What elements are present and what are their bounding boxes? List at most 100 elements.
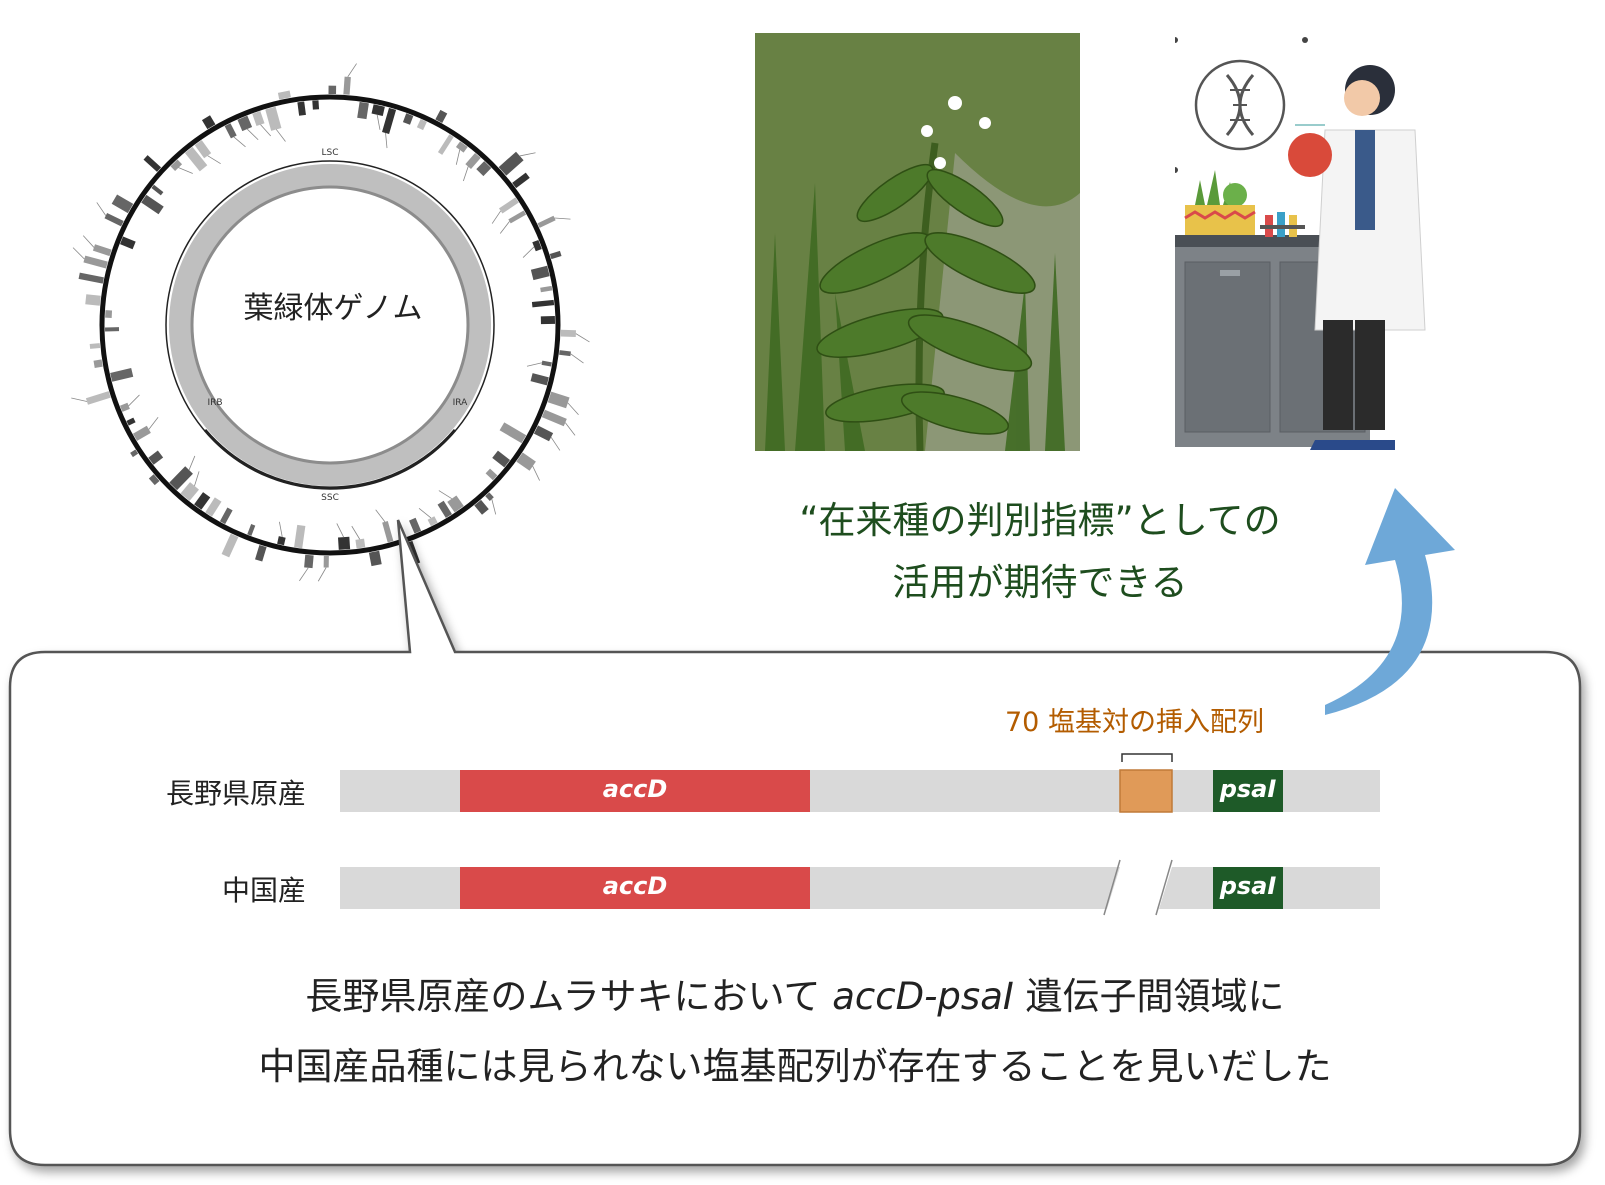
gene-block	[205, 497, 222, 517]
scientist-illustration	[1175, 37, 1426, 450]
gene-block	[541, 409, 567, 427]
gene-leader-line	[275, 129, 286, 142]
gene-block	[516, 452, 536, 471]
gc-inner-ring	[190, 185, 470, 465]
gene-block	[151, 184, 164, 196]
gene-leader-line	[347, 63, 357, 78]
gene-leader-line	[351, 525, 361, 540]
gene-leader-line	[554, 217, 571, 220]
gene-leader-line	[575, 333, 590, 343]
gene-label-accd-china: accD	[602, 872, 668, 900]
gene-block	[559, 350, 571, 357]
gene-leader-line	[72, 247, 85, 260]
gene-block	[371, 104, 385, 117]
gene-leader-line	[455, 149, 461, 165]
gene-block	[148, 474, 160, 486]
gene-block	[255, 544, 267, 562]
gene-leader-line	[71, 397, 88, 402]
gene-block	[382, 107, 397, 135]
gene-block	[455, 141, 468, 153]
gene-block	[382, 521, 394, 543]
gene-leader-line	[522, 246, 535, 258]
gene-leader-line	[385, 132, 388, 149]
gene-block	[221, 533, 239, 558]
gene-block	[130, 449, 139, 458]
gene-block	[184, 146, 208, 172]
row-label-nagano: 長野県原産	[165, 777, 306, 810]
genome-outer-ring	[99, 94, 561, 556]
gene-block	[224, 123, 237, 139]
gc-content-ring	[169, 164, 491, 486]
gene-leader-line	[299, 567, 309, 582]
gene-block	[294, 524, 306, 549]
gene-block	[141, 194, 164, 215]
gene-block	[357, 101, 369, 120]
conclusion-line-2: 中国産品種には見られない塩基配列が存在することを見いだした	[258, 1045, 1332, 1088]
gene-leader-line	[207, 155, 221, 165]
gene-block	[337, 536, 351, 550]
gene-block	[194, 492, 211, 510]
gene-block	[89, 343, 101, 349]
plant-photo	[755, 33, 1080, 451]
gene-block	[277, 536, 286, 546]
gene-block	[247, 524, 256, 536]
gene-block	[143, 155, 162, 172]
gene-block	[435, 109, 448, 124]
conclusion-line-1: 長野県原産のムラサキにおいて accD-psaI 遺伝子間領域に	[305, 975, 1285, 1018]
gene-block	[304, 554, 314, 569]
break-line-left	[1103, 859, 1121, 916]
psai-block-nagano	[1213, 770, 1283, 812]
gene-block	[194, 140, 212, 159]
gene-leader-line	[336, 523, 345, 538]
gene-block	[512, 172, 530, 189]
insert-bracket	[1121, 753, 1173, 762]
gene-leader-line	[418, 508, 432, 519]
gene-block	[533, 425, 554, 442]
gene-leader-line	[519, 152, 536, 157]
gene-leader-line	[278, 521, 283, 538]
gene-block	[416, 119, 427, 131]
gene-block	[219, 507, 233, 525]
gene-leader-line	[233, 136, 246, 148]
gene-block	[170, 159, 183, 171]
gene-block	[498, 151, 524, 176]
chloroplast-genome-map: LSC IRA SSC IRB	[71, 63, 590, 582]
gene-label-psai-china: psaI	[1219, 872, 1277, 900]
gene-block	[111, 194, 134, 214]
expectation-text: “在来種の判別指標”としての 活用が期待できる	[740, 490, 1340, 614]
gene-block	[530, 265, 550, 281]
gene-block	[409, 517, 422, 534]
gene-block	[560, 329, 576, 337]
callout-box	[8, 519, 1582, 1167]
gene-leader-line	[260, 124, 272, 137]
gene-block	[343, 76, 351, 95]
gene-block	[530, 373, 549, 386]
gene-leader-line	[194, 471, 200, 487]
gene-leader-line	[317, 567, 327, 582]
gene-leader-line	[491, 499, 497, 515]
gene-block	[402, 113, 414, 125]
region-label-ira: IRA	[453, 398, 469, 408]
gene-block	[485, 492, 494, 501]
gene-leader-line	[526, 362, 543, 367]
gene-block	[126, 417, 136, 426]
gene-block	[93, 359, 103, 368]
gene-block	[476, 161, 492, 177]
gene-block	[540, 285, 553, 293]
gene-block	[104, 212, 124, 227]
insert-block	[1119, 769, 1173, 813]
gene-leader-line	[128, 394, 140, 407]
upward-arrow	[1325, 488, 1455, 715]
gene-leader-line	[438, 490, 453, 499]
gene-leader-line	[491, 210, 502, 224]
gene-block	[368, 550, 382, 567]
gene-block	[297, 101, 306, 116]
gene-block	[201, 115, 216, 130]
row-label-china: 中国産	[221, 874, 306, 907]
gene-label-psai-nagano: psaI	[1219, 775, 1277, 803]
gene-block	[508, 210, 527, 224]
gene-block	[120, 236, 136, 250]
test-tubes-icon	[1260, 212, 1305, 237]
expectation-line-1: “在来種の判別指標”としての	[799, 499, 1281, 542]
gene-block	[498, 197, 519, 214]
